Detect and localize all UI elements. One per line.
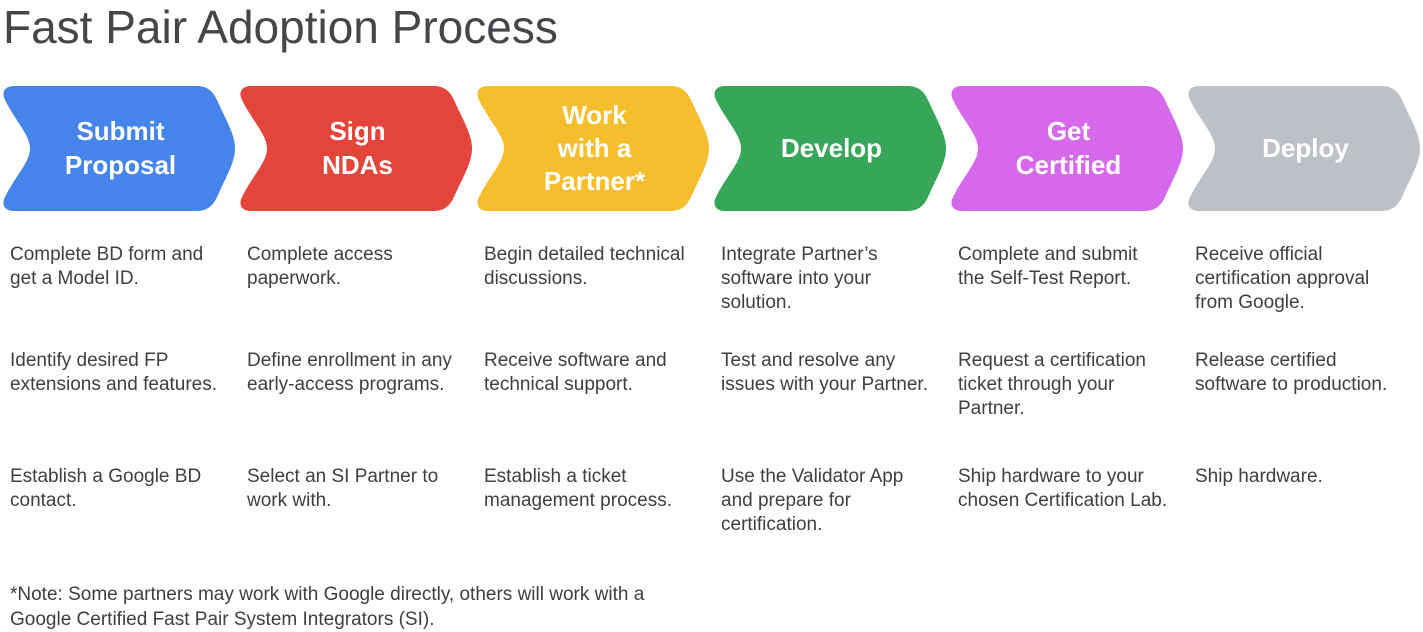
stage-step-item: Release certified software to production… bbox=[1195, 350, 1388, 395]
stage-develop: Develop bbox=[711, 86, 948, 211]
stage-shape bbox=[1188, 86, 1420, 211]
stage-step-item: Receive software and technical support. bbox=[484, 350, 667, 395]
stage-label: Sign NDAs bbox=[322, 116, 393, 180]
stage-step-item: Establish a ticket management process. bbox=[484, 466, 672, 511]
stage-shape bbox=[951, 86, 1183, 211]
stage-get-certified: Get Certified bbox=[948, 86, 1185, 211]
steps-row-1: Complete BD form and get a Model ID. Com… bbox=[0, 243, 1422, 315]
stage-step-item: Request a certification ticket through y… bbox=[958, 350, 1146, 419]
stage-shape bbox=[477, 86, 709, 211]
stage-shape-path bbox=[951, 86, 1183, 211]
steps-row-3: Establish a Google BD contact. Select an… bbox=[0, 465, 1422, 537]
stage-label: Develop bbox=[780, 132, 883, 163]
stage-step-item: Test and resolve any issues with your Pa… bbox=[721, 350, 928, 395]
stage-step-item: Receive official certification approval … bbox=[1195, 244, 1370, 313]
stage-label: Get Certified bbox=[1015, 116, 1122, 180]
stage-shape bbox=[714, 86, 946, 211]
steps-row-2: Identify desired FP extensions and featu… bbox=[0, 349, 1422, 421]
stage-step-item: Complete access paperwork. bbox=[247, 244, 393, 289]
stage-shape bbox=[3, 86, 235, 211]
stage-shape-path bbox=[477, 86, 709, 211]
stage-label: Submit Proposal bbox=[64, 116, 177, 180]
stage-shape-path bbox=[3, 86, 235, 211]
stage-step-item: Identify desired FP extensions and featu… bbox=[10, 350, 218, 395]
stage-step-item: Ship hardware. bbox=[1195, 466, 1323, 487]
stage-shape bbox=[240, 86, 472, 211]
stage-step-item: Define enrollment in any early-access pr… bbox=[247, 350, 452, 395]
stage-step-item: Select an SI Partner to work with. bbox=[247, 466, 439, 511]
stage-step-item: Complete and submit the Self-Test Report… bbox=[958, 244, 1138, 289]
stage-label: Work with a Partner* bbox=[543, 99, 646, 197]
footnote: *Note: Some partners may work with Googl… bbox=[10, 584, 645, 630]
stage-step-item: Establish a Google BD contact. bbox=[10, 466, 202, 511]
process-banner-row: Submit Proposal Sign NDAs Work with a Pa… bbox=[0, 86, 1422, 211]
stage-deploy: Deploy bbox=[1185, 86, 1422, 211]
stage-shape-path bbox=[240, 86, 472, 211]
stage-step-item: Ship hardware to your chosen Certificati… bbox=[958, 466, 1168, 511]
stage-step-item: Integrate Partner’s software into your s… bbox=[721, 244, 878, 313]
page-title: Fast Pair Adoption Process bbox=[3, 1, 558, 53]
stage-work-with-partner: Work with a Partner* bbox=[474, 86, 711, 211]
stage-step-item: Begin detailed technical discussions. bbox=[484, 244, 685, 289]
stage-sign-ndas: Sign NDAs bbox=[237, 86, 474, 211]
stage-step-item: Complete BD form and get a Model ID. bbox=[10, 244, 204, 289]
stage-shape-path bbox=[1188, 86, 1420, 211]
stage-submit-proposal: Submit Proposal bbox=[0, 86, 237, 211]
stage-label: Deploy bbox=[1262, 132, 1349, 163]
stage-shape-path bbox=[714, 86, 946, 211]
stage-step-item: Use the Validator App and prepare for ce… bbox=[721, 466, 904, 535]
